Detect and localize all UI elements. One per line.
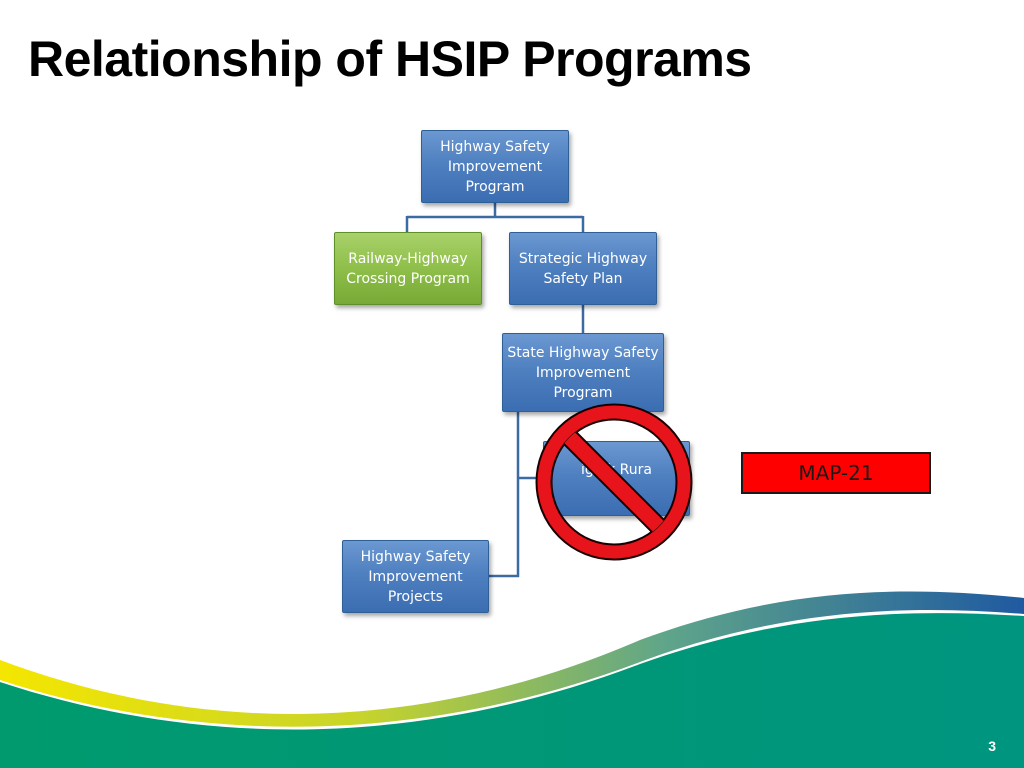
map21-callout: MAP-21 bbox=[741, 452, 931, 494]
node-highway-safety-improvement-projects: Highway Safety Improvement Projects bbox=[342, 540, 489, 613]
footer-teal-band bbox=[0, 613, 1024, 768]
slide-title: Relationship of HSIP Programs bbox=[28, 31, 752, 87]
footer-stripe bbox=[0, 591, 1024, 727]
node-state-highway-safety-improvement-program: State Highway Safety Improvement Program bbox=[502, 333, 664, 412]
no-symbol-icon bbox=[535, 403, 693, 561]
node-railway-highway-crossing-program: Railway-Highway Crossing Program bbox=[334, 232, 482, 305]
node-strategic-highway-safety-plan: Strategic Highway Safety Plan bbox=[509, 232, 657, 305]
node-highway-safety-improvement-program: Highway Safety Improvement Program bbox=[421, 130, 569, 203]
page-number: 3 bbox=[988, 738, 996, 754]
